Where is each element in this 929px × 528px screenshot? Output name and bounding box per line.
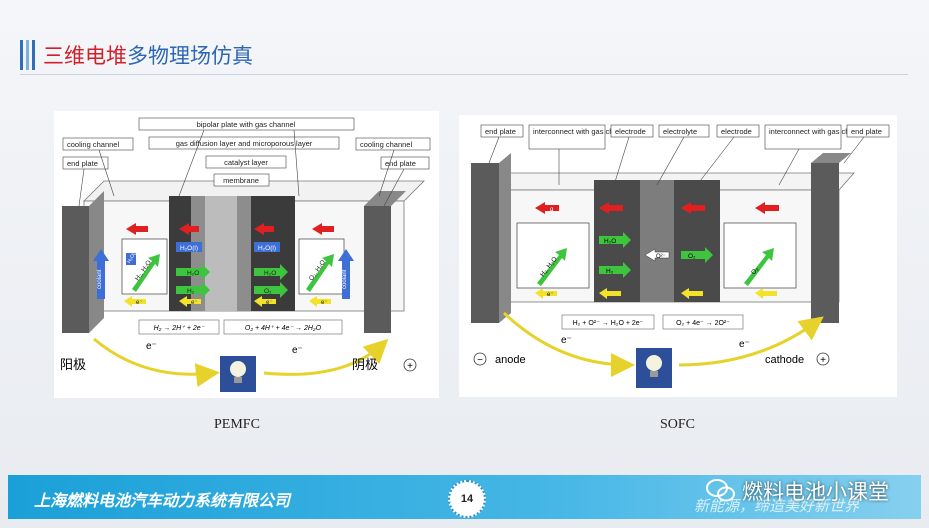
label-cooling-right: cooling channel bbox=[360, 140, 412, 149]
sofc-cathode-label: cathode bbox=[765, 354, 804, 366]
title-blue-part: 多物理场仿真 bbox=[127, 44, 253, 68]
pemfc-end-plate-right bbox=[364, 206, 391, 333]
pemfc-catalyst-right bbox=[237, 196, 251, 311]
pemfc-cathode-label: 阴极 bbox=[352, 357, 378, 372]
minus-icon bbox=[473, 352, 487, 366]
svg-text:e⁻: e⁻ bbox=[321, 300, 328, 306]
sofc-end-plate-right bbox=[811, 163, 839, 323]
sofc-caption: SOFC bbox=[660, 417, 696, 432]
coolant-arrow-right bbox=[342, 259, 350, 299]
svg-text:−: − bbox=[477, 355, 483, 366]
sofc-end-plate-left bbox=[471, 163, 499, 323]
q-arrow bbox=[126, 223, 148, 235]
plus-icon bbox=[403, 358, 417, 372]
coolant-label-left: coolant bbox=[97, 269, 103, 289]
pemfc-cathode-equation: O₂ + 4H⁺ + 4e⁻ → 2H₂O bbox=[245, 325, 322, 332]
svg-text:H₂O: H₂O bbox=[604, 238, 616, 245]
svg-text:H₂O: H₂O bbox=[264, 270, 276, 277]
svg-text:interconnect with gas channel: interconnect with gas channel bbox=[533, 127, 632, 136]
svg-text:e⁻: e⁻ bbox=[547, 292, 554, 298]
svg-text:interconnect with gas channel: interconnect with gas channel bbox=[769, 127, 868, 136]
title-red-part: 三维电堆 bbox=[43, 44, 127, 68]
pemfc-diagram: coolant coolant H₂O(l) H₂O(l) H₂O H₂O H₂… bbox=[54, 111, 439, 398]
svg-text:electrode: electrode bbox=[615, 127, 646, 136]
svg-text:H₂O(l): H₂O(l) bbox=[180, 245, 198, 252]
pemfc-caption: PEMFC bbox=[214, 417, 260, 432]
svg-text:electrolyte: electrolyte bbox=[663, 127, 697, 136]
wechat-icon bbox=[706, 479, 735, 502]
o2-inlet-arrow bbox=[306, 254, 334, 292]
sofc-anode-equation: H₂ + O²⁻ → H₂O + 2e⁻ bbox=[573, 320, 644, 327]
sofc-electrolyte bbox=[640, 180, 674, 302]
sofc-diagram: q H₂O H₂ O₂ O²⁻ H₂, H₂O O₂ e⁻ H₂ + O²⁻ →… bbox=[459, 115, 897, 397]
svg-text:O²⁻: O²⁻ bbox=[656, 254, 666, 260]
svg-text:H₂: H₂ bbox=[606, 268, 614, 275]
svg-text:H₂: H₂ bbox=[187, 288, 195, 295]
svg-text:q: q bbox=[550, 207, 553, 213]
slogan: 新能源，缔造美好新世界 bbox=[694, 497, 860, 515]
watermark: 燃料电池小课堂 bbox=[706, 476, 889, 506]
coolant-label-right: coolant bbox=[342, 269, 348, 289]
pemfc-circuit-right bbox=[263, 338, 389, 376]
label-gdl: gas diffusion layer and microporous laye… bbox=[176, 139, 313, 148]
title-accent-bars bbox=[20, 40, 35, 70]
pemfc-e-right: e⁻ bbox=[292, 345, 303, 356]
pemfc-e-left: e⁻ bbox=[146, 341, 157, 352]
label-membrane: membrane bbox=[223, 176, 259, 185]
pemfc-anode-equation: H₂ → 2H⁺ + 2e⁻ bbox=[154, 325, 206, 332]
electron-arrow bbox=[124, 296, 146, 307]
label-catalyst: catalyst layer bbox=[224, 158, 268, 167]
pemfc-gdl-left bbox=[169, 196, 191, 311]
svg-text:+: + bbox=[407, 361, 413, 372]
sofc-cathode-equation: O₂ + 4e⁻ → 2O²⁻ bbox=[676, 320, 730, 327]
svg-text:e⁻: e⁻ bbox=[739, 339, 750, 350]
svg-text:O₂: O₂ bbox=[264, 288, 272, 295]
svg-text:end plate: end plate bbox=[851, 127, 882, 136]
h2o-l-marker bbox=[176, 242, 202, 252]
svg-text:H₂O(l): H₂O(l) bbox=[258, 245, 276, 252]
svg-text:e⁻: e⁻ bbox=[561, 335, 572, 346]
pemfc-end-plate-left bbox=[62, 206, 89, 333]
svg-text:O₂: O₂ bbox=[688, 253, 696, 260]
svg-text:end plate: end plate bbox=[485, 127, 516, 136]
pemfc-catalyst-left bbox=[191, 196, 205, 311]
sofc-anode-label: anode bbox=[495, 354, 526, 366]
svg-text:electrode: electrode bbox=[721, 127, 752, 136]
label-bipolar: bipolar plate with gas channel bbox=[197, 120, 296, 129]
title-divider bbox=[20, 74, 908, 75]
svg-text:e⁻: e⁻ bbox=[266, 300, 273, 306]
h2o-marker bbox=[176, 264, 210, 280]
h2-inlet-arrow bbox=[132, 254, 160, 292]
pemfc-circuit-left bbox=[93, 337, 220, 387]
pemfc-membrane bbox=[205, 196, 237, 311]
page-number-badge: 14 bbox=[448, 480, 486, 518]
svg-text:e⁻: e⁻ bbox=[136, 300, 143, 306]
sofc-electrode-right bbox=[674, 180, 720, 302]
svg-text:H₂O: H₂O bbox=[187, 270, 199, 277]
svg-text:+: + bbox=[820, 355, 826, 366]
title-bar: 三维电堆多物理场仿真 bbox=[20, 38, 253, 72]
company-name: 上海燃料电池汽车动力系统有限公司 bbox=[34, 491, 291, 510]
watermark-text: 燃料电池小课堂 bbox=[742, 480, 889, 504]
coolant-arrow-left bbox=[97, 259, 105, 299]
label-end-plate-left: end plate bbox=[67, 159, 98, 168]
label-end-plate-right: end plate bbox=[385, 159, 416, 168]
pemfc-anode-label: 阳极 bbox=[60, 357, 86, 372]
svg-text:O₂: O₂ bbox=[750, 266, 760, 277]
svg-text:e⁻: e⁻ bbox=[191, 300, 198, 306]
label-cooling-left: cooling channel bbox=[67, 140, 119, 149]
page-title: 三维电堆多物理场仿真 bbox=[43, 40, 253, 70]
